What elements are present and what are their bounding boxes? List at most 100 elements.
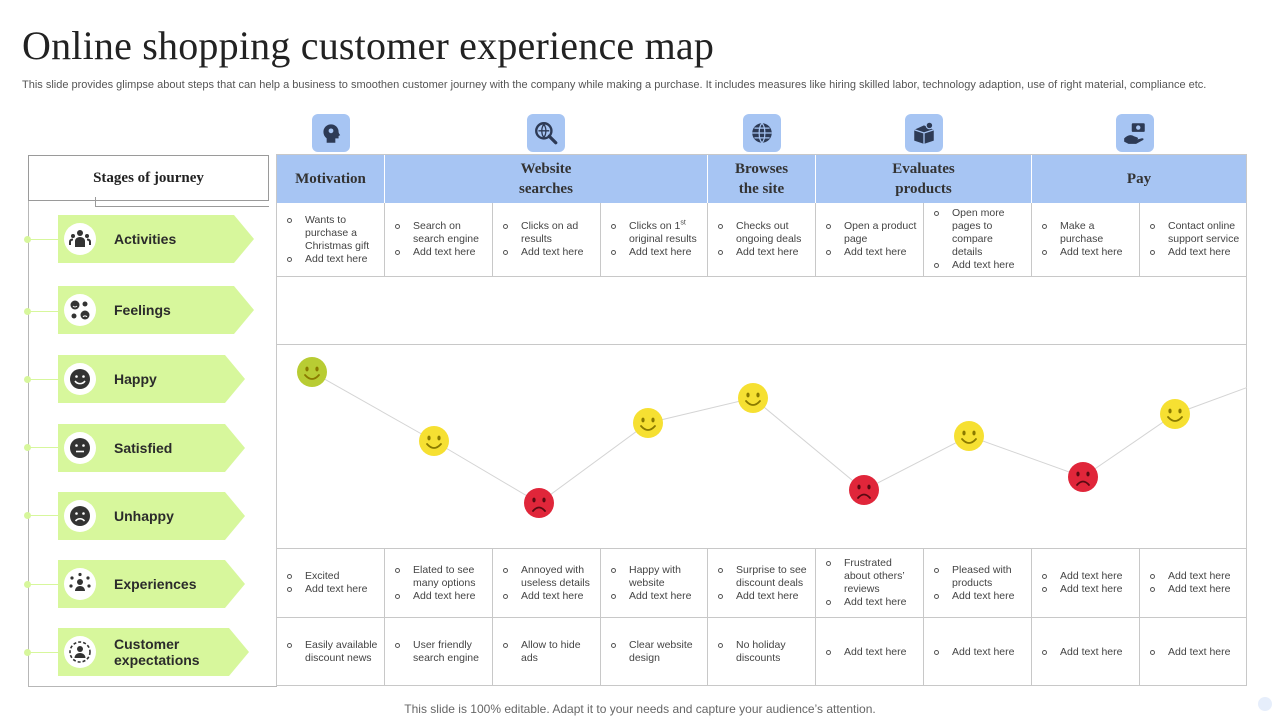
row-arrow [225,424,245,472]
globe-icon [743,114,781,152]
stage-header-text: Browses the site [734,161,789,197]
globe-search-icon [527,114,565,152]
row-dot [24,236,31,243]
row-label-text: Feelings [114,302,171,318]
activity-item: Make a purchase [1042,220,1134,246]
smile-face-marker [738,383,768,413]
page-subtitle: This slide provides glimpse about steps … [22,79,1207,91]
experience-item: Pleased with products [934,564,1026,590]
col-divider [815,203,816,277]
col-divider [1139,203,1140,277]
stages-panel [28,155,277,687]
page-title: Online shopping customer experience map [22,23,715,68]
row-label-text: Unhappy [114,508,174,524]
expectation-cell: User friendly search engine [385,618,491,686]
experience-item: Add text here [1150,570,1230,583]
row-label-text: Experiences [114,576,197,592]
row-divider [276,276,1247,277]
expectation-cell: Easily available discount news [277,618,383,686]
emotions-icon [64,294,96,326]
experience-item: Elated to see many options [395,564,487,590]
activity-item: Clicks on ad results [503,220,595,246]
stage-header-text: Website searches [519,161,573,197]
box-icon [905,114,943,152]
col-divider [1031,548,1032,686]
experience-item: Add text here [1042,583,1122,596]
row-arrow [225,355,245,403]
sad-face-marker [1068,462,1098,492]
sad-face-icon [64,500,96,532]
col-divider [815,548,816,686]
expectation-cell: Add text here [1140,618,1246,686]
activity-item: Add text here [718,246,810,259]
row-label-unhappy: Unhappy [58,492,245,540]
row-label-feelings: Feelings [58,286,254,334]
row-arrow [234,286,254,334]
stage-header-evaluates: Evaluates products [816,155,1031,203]
activity-item: Add text here [826,246,918,259]
activity-item: Add text here [1042,246,1134,259]
stages-header-connector [95,197,269,207]
row-dot [24,581,31,588]
corner-decoration [1258,697,1272,711]
journey-grid [276,154,1247,686]
col-divider [707,548,708,686]
activity-item: Search on search engine [395,220,487,246]
smile-face-marker [1160,399,1190,429]
activity-item: Checks out ongoing deals [718,220,810,246]
target-person-icon [64,636,96,668]
row-label-text: Satisfied [114,440,173,456]
sad-face-marker [849,475,879,505]
smile-face-marker [297,357,327,387]
row-label-activities: Activities [58,215,254,263]
col-divider [707,203,708,277]
activity-item: Open a product page [826,220,918,246]
neutral-face-icon [64,432,96,464]
stage-header-motivation: Motivation [277,155,384,203]
col-divider [923,548,924,686]
expectation-item: Easily available discount news [287,639,379,665]
row-label-customer-expectations: Customer expectations [58,628,249,676]
row-dot [24,444,31,451]
stage-header-browses: Browses the site [708,155,815,203]
col-divider [600,548,601,686]
row-connector [30,584,58,585]
hand-money-icon [1116,114,1154,152]
experience-item: Happy with website [611,564,703,590]
stage-header-pay: Pay [1032,155,1246,203]
journey-line [311,371,1247,504]
experience-item: Add text here [718,590,810,603]
row-arrow [234,215,254,263]
row-connector [30,379,58,380]
row-label-experiences: Experiences [58,560,245,608]
expectation-cell: No holiday discounts [708,618,814,686]
row-dot [24,376,31,383]
row-connector [30,652,58,653]
experience-item: Add text here [1042,570,1122,583]
head-gear-icon [312,114,350,152]
feelings-journey-chart [297,357,1247,518]
row-divider [276,617,1247,618]
sad-face-marker [524,488,554,518]
col-divider [492,203,493,277]
expectation-item: Add text here [934,646,1014,659]
smile-icon [64,363,96,395]
col-divider [384,548,385,686]
row-label-happy: Happy [58,355,245,403]
experience-item: Add text here [611,590,703,603]
stages-header: Stages of journey [28,155,269,201]
row-arrow [225,492,245,540]
expectation-item: Add text here [1150,646,1230,659]
row-dot [24,649,31,656]
